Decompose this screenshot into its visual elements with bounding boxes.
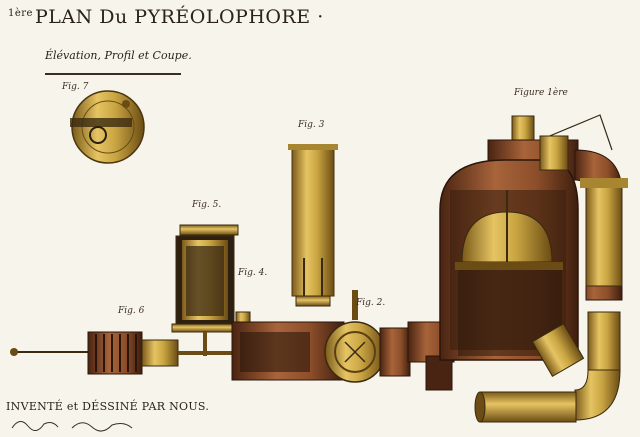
subtitle-rule xyxy=(45,73,181,75)
fig6-label: Fig. 6 xyxy=(118,306,145,316)
credit-line: INVENTÉ et DÉSSINÉ PAR NOUS. xyxy=(6,400,210,413)
fig2-label: Fig. 2. xyxy=(356,298,386,308)
fig4-label: Fig. 4. xyxy=(238,268,268,278)
fig5-label: Fig. 5. xyxy=(192,200,222,210)
fig1-boiler xyxy=(439,114,628,423)
title-text: PLAN Du PYRÉOLOPHORE · xyxy=(34,6,324,28)
fig7-label: Fig. 7 xyxy=(62,82,89,92)
fig6-bellows xyxy=(10,331,236,375)
title-superscript: 1ère xyxy=(8,7,33,19)
fig3-label: Fig. 3 xyxy=(298,120,325,130)
fig3-column xyxy=(288,144,338,307)
fig1-label: Figure 1ère xyxy=(514,88,568,98)
fig5-cylinder xyxy=(171,224,243,356)
subtitle: Élévation, Profil et Coupe. xyxy=(45,49,192,62)
fig7-disc xyxy=(70,90,145,164)
